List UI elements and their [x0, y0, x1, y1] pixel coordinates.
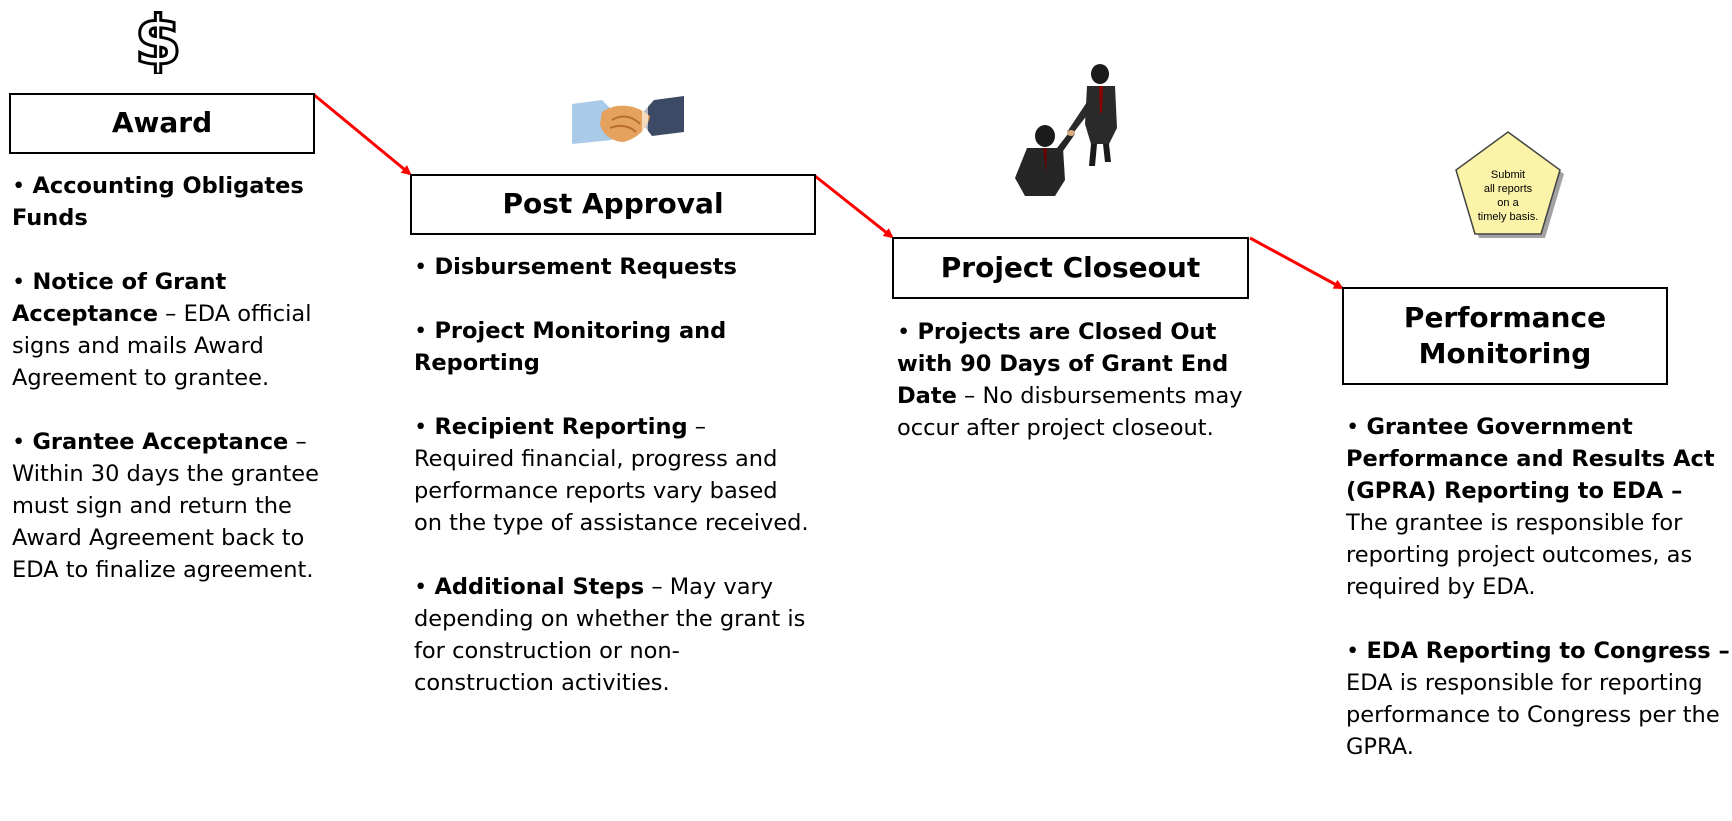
bullet: • [897, 319, 911, 345]
post-approval-item-2: • Project Monitoring and Reporting [414, 315, 809, 379]
performance-item-2-text: EDA is responsible for reporting perform… [1346, 670, 1720, 760]
award-item-2-bold: Notice of Grant Acceptance [12, 269, 227, 327]
project-closeout-details: • Projects are Closed Out with 90 Days o… [897, 316, 1277, 476]
post-approval-details: • Disbursement Requests • Project Monito… [414, 251, 809, 731]
award-item-2: • Notice of Grant Acceptance – EDA offic… [12, 266, 342, 394]
reminder-line-2: all reports [1483, 183, 1533, 195]
stage-project-closeout-title: Project Closeout [940, 250, 1201, 284]
bullet: • [414, 254, 428, 280]
bullet: • [1346, 638, 1360, 664]
award-item-1: • Accounting Obligates Funds [12, 170, 342, 234]
award-item-3: • Grantee Acceptance – Within 30 days th… [12, 426, 342, 586]
post-approval-item-3: • Recipient Reporting – Required financi… [414, 411, 809, 539]
dollar-glyph: $ [134, 4, 181, 74]
award-details: • Accounting Obligates Funds • Notice of… [12, 170, 342, 618]
bullet: • [12, 173, 26, 199]
award-item-1-bold: Accounting Obligates Funds [12, 173, 304, 231]
award-item-2-text: – EDA official signs and mails Award Agr… [12, 301, 312, 391]
post-approval-item-1: • Disbursement Requests [414, 251, 809, 283]
stage-post-approval-box: Post Approval [410, 174, 816, 235]
bullet: • [12, 269, 26, 295]
bullet: • [414, 574, 428, 600]
handshake-icon [572, 94, 684, 152]
performance-item-1-bold: Grantee Government Performance and Resul… [1346, 414, 1715, 504]
performance-item-2: • EDA Reporting to Congress – EDA is res… [1346, 635, 1730, 763]
stage-award-box: Award [9, 93, 315, 154]
businessmen-handshake-icon [1005, 62, 1125, 196]
post-approval-item-4-bold: Additional Steps [434, 574, 645, 600]
arrow-award-to-post-approval [312, 92, 412, 176]
arrow-post-approval-to-closeout [814, 174, 894, 239]
stage-award-title: Award [111, 106, 213, 140]
performance-item-1: • Grantee Government Performance and Res… [1346, 411, 1730, 603]
stage-project-closeout-box: Project Closeout [892, 237, 1249, 299]
award-item-3-text: – Within 30 days the grantee must sign a… [12, 429, 319, 583]
award-item-3-bold: Grantee Acceptance [32, 429, 289, 455]
performance-monitoring-details: • Grantee Government Performance and Res… [1346, 411, 1730, 795]
post-approval-item-3-text: – Required financial, progress and perfo… [414, 414, 809, 536]
bullet: • [1346, 414, 1360, 440]
post-approval-item-4: • Additional Steps – May vary depending … [414, 571, 809, 699]
post-approval-item-3-bold: Recipient Reporting [434, 414, 688, 440]
performance-item-1-text: The grantee is responsible for reporting… [1346, 510, 1693, 600]
reminder-line-3: on a [1497, 197, 1519, 209]
stage-performance-monitoring-title: Performance Monitoring [1403, 300, 1607, 370]
dollar-sign-icon: $ [128, 1, 188, 83]
stage-post-approval-title: Post Approval [502, 187, 724, 221]
bullet: • [12, 429, 26, 455]
reminder-line-1: Submit [1490, 169, 1526, 181]
performance-item-2-bold: EDA Reporting to Congress – [1366, 638, 1730, 664]
post-approval-item-1-bold: Disbursement Requests [434, 254, 737, 280]
post-approval-item-4-text: – May vary depending on whether the gran… [414, 574, 806, 696]
project-closeout-item-1-bold: Projects are Closed Out with 90 Days of … [897, 319, 1229, 409]
post-approval-item-2-bold: Project Monitoring and Reporting [414, 318, 727, 376]
project-closeout-item-1-text: – No disbursements may occur after proje… [897, 383, 1243, 441]
stage-performance-monitoring-box: Performance Monitoring [1342, 287, 1668, 385]
reminder-text: Submit all reports on a timely basis. [1468, 168, 1548, 224]
arrow-closeout-to-performance [1249, 236, 1344, 290]
bullet: • [414, 318, 428, 344]
reminder-line-4: timely basis. [1477, 211, 1539, 223]
project-closeout-item-1: • Projects are Closed Out with 90 Days o… [897, 316, 1277, 444]
reminder-pentagon: Submit all reports on a timely basis. [1446, 128, 1570, 252]
bullet: • [414, 414, 428, 440]
